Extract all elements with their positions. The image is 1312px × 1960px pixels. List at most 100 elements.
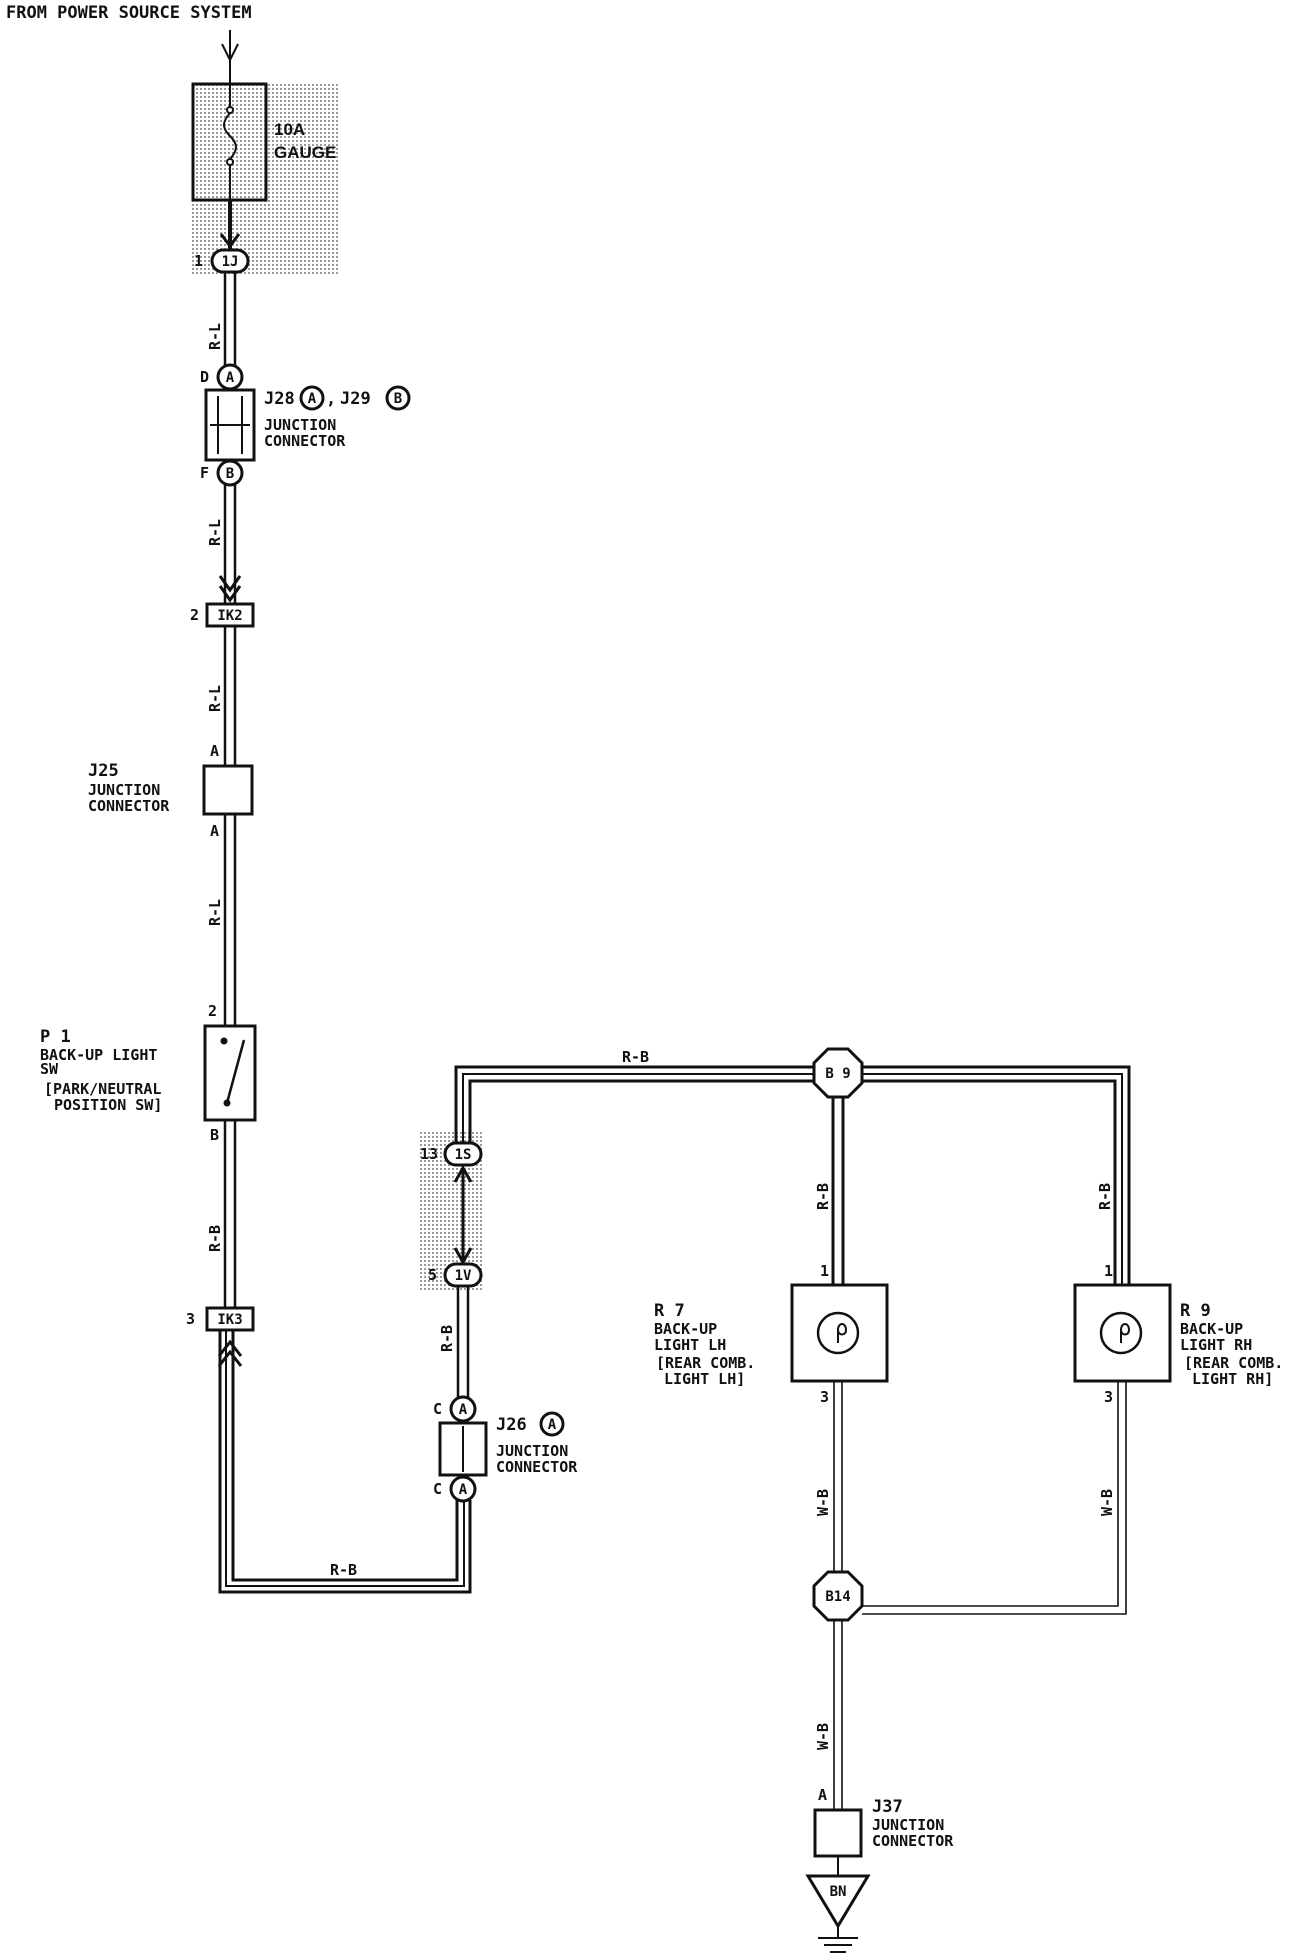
ground-bn: BN xyxy=(805,1874,871,1929)
pin-j28-d: D xyxy=(200,368,209,386)
svg-text:A: A xyxy=(459,1402,468,1418)
connector-j28-top-circle: A xyxy=(216,363,244,391)
svg-text:A: A xyxy=(459,1482,468,1498)
wire-label-rl-1: R-L xyxy=(206,323,224,350)
wire-rb-1v xyxy=(456,1286,470,1397)
wire-rl-4 xyxy=(223,814,237,1026)
connector-ik2: IK2 xyxy=(205,602,255,628)
wire-label-rb-1v: R-B xyxy=(438,1325,456,1352)
wire-label-rl-2: R-L xyxy=(206,519,224,546)
pin-j37: A xyxy=(818,1786,827,1804)
pin-p1-top: 2 xyxy=(208,1002,217,1020)
wire-label-wb-r9: W-B xyxy=(1098,1489,1116,1516)
double-arrow-icon xyxy=(453,1164,473,1266)
svg-text:IK2: IK2 xyxy=(217,608,242,624)
wire-rl-2 xyxy=(218,485,242,603)
svg-text:JUNCTION: JUNCTION xyxy=(264,416,336,434)
r9-line-1: BACK-UP xyxy=(1180,1320,1243,1338)
r7-line-2: LIGHT LH xyxy=(654,1336,726,1354)
ground-icon xyxy=(818,1926,858,1953)
pin-1s: 13 xyxy=(420,1145,438,1163)
r7-id: R 7 xyxy=(654,1301,685,1321)
svg-text:J29: J29 xyxy=(340,389,371,409)
wire-wb-j37 xyxy=(833,1620,843,1810)
connector-ik3: IK3 xyxy=(205,1306,255,1332)
pin-1j: 1 xyxy=(194,252,203,270)
r7-line-4: LIGHT LH] xyxy=(664,1370,745,1388)
switch-contact-icon xyxy=(225,1039,246,1104)
svg-text:IK3: IK3 xyxy=(217,1312,242,1328)
j26-label: J26 A JUNCTION CONNECTOR xyxy=(496,1411,578,1476)
back-up-light-switch xyxy=(203,1024,257,1122)
svg-text:BN: BN xyxy=(830,1884,847,1900)
svg-text:A: A xyxy=(226,370,235,386)
p1-line-3: [PARK/NEUTRAL xyxy=(44,1080,161,1098)
svg-text:1J: 1J xyxy=(222,254,239,270)
pin-1v: 5 xyxy=(428,1266,437,1284)
fuse-icon xyxy=(223,112,237,160)
connector-j28-bottom-circle: B xyxy=(216,459,244,487)
back-up-light-rh xyxy=(1073,1283,1172,1383)
wire-label-rl-4: R-L xyxy=(206,899,224,926)
r9-id: R 9 xyxy=(1180,1301,1211,1321)
p1-id: P 1 xyxy=(40,1027,71,1047)
svg-text:CONNECTOR: CONNECTOR xyxy=(264,432,346,450)
pin-j25-bottom: A xyxy=(210,822,219,840)
wire-wb-r9 xyxy=(862,1381,1127,1615)
j37-desc-2: CONNECTOR xyxy=(872,1832,954,1850)
bulb-icon-rh xyxy=(1120,1323,1131,1343)
junction-connector-j37 xyxy=(813,1808,863,1858)
connector-1s: 1S xyxy=(443,1141,483,1167)
wire-rl-upper xyxy=(223,272,237,365)
p1-line-4: POSITION SW] xyxy=(54,1096,162,1114)
junction-connector-j28 xyxy=(204,388,256,462)
connector-b14: B14 xyxy=(812,1570,864,1622)
p1-line-2: SW xyxy=(40,1060,59,1078)
wire-label-rb-bottom: R-B xyxy=(330,1561,357,1579)
back-up-light-lh xyxy=(790,1283,889,1383)
j28-j29-label: J28 A , J29 B JUNCTION CONNECTOR xyxy=(264,385,411,450)
wire-label-wb-r7: W-B xyxy=(814,1489,832,1516)
wire-label-wb-j37: W-B xyxy=(814,1723,832,1750)
pin-j25-top: A xyxy=(210,742,219,760)
svg-text:B: B xyxy=(226,466,234,482)
pin-ik2: 2 xyxy=(190,606,199,624)
svg-text:B: B xyxy=(394,391,402,407)
wire-label-rl-3: R-L xyxy=(206,685,224,712)
svg-text:B14: B14 xyxy=(825,1589,850,1605)
pin-r9-top: 1 xyxy=(1104,1262,1113,1280)
j37-id: J37 xyxy=(872,1797,903,1817)
wire-wb-r7 xyxy=(833,1381,843,1572)
svg-text:J28: J28 xyxy=(264,389,295,409)
connector-1v: 1V xyxy=(443,1262,483,1288)
r7-line-1: BACK-UP xyxy=(654,1320,717,1338)
fuse-name: GAUGE xyxy=(274,143,336,162)
incoming-arrow-icon xyxy=(221,30,239,84)
svg-text:J26: J26 xyxy=(496,1415,527,1435)
j25-desc-1: JUNCTION xyxy=(88,781,160,799)
svg-text:JUNCTION: JUNCTION xyxy=(496,1442,568,1460)
wire-label-rb-top: R-B xyxy=(622,1048,649,1066)
r9-line-3: [REAR COMB. xyxy=(1184,1354,1283,1372)
pin-r7-bottom: 3 xyxy=(820,1388,829,1406)
j37-desc-1: JUNCTION xyxy=(872,1816,944,1834)
connector-j26-top-circle: A xyxy=(449,1395,477,1423)
connector-b9: B 9 xyxy=(812,1047,864,1099)
p1-line-1: BACK-UP LIGHT xyxy=(40,1046,157,1064)
wire-rb-r7 xyxy=(831,1097,845,1284)
svg-text:,: , xyxy=(326,389,336,409)
svg-text:B 9: B 9 xyxy=(825,1066,850,1082)
wire-rb-p1 xyxy=(223,1120,237,1308)
bulb-icon-lh xyxy=(837,1323,848,1343)
junction-connector-j25 xyxy=(202,764,254,816)
power-source-label: FROM POWER SOURCE SYSTEM xyxy=(6,3,252,23)
pin-p1-bottom: B xyxy=(210,1126,219,1144)
r9-line-4: LIGHT RH] xyxy=(1192,1370,1273,1388)
wire-rb-bottom-loop xyxy=(217,1330,472,1594)
wire-label-rb-r9: R-B xyxy=(1096,1183,1114,1210)
fuse-rating: 10A xyxy=(274,120,305,139)
pin-j29-f: F xyxy=(200,464,209,482)
wire-rb-top xyxy=(454,1065,1131,1284)
